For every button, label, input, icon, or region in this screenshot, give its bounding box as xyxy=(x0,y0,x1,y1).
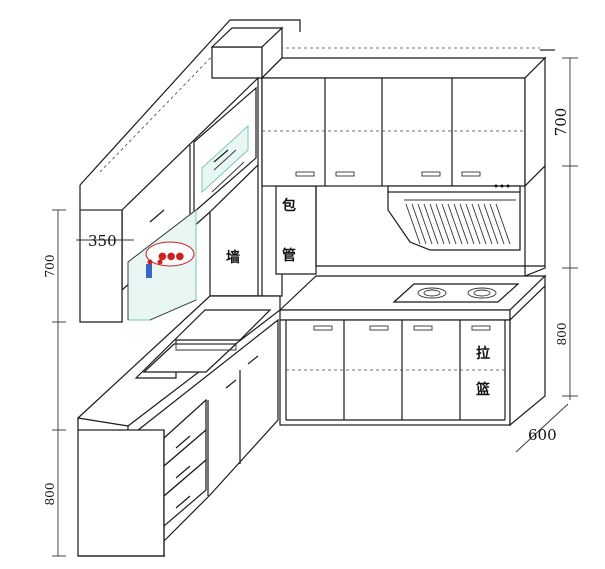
hood-grille xyxy=(405,203,511,245)
label-wall: 墙 xyxy=(226,249,240,266)
label-basket-1: 拉 xyxy=(476,345,490,362)
left-side-panel xyxy=(79,209,123,323)
svg-text:●●●: ●●● xyxy=(158,251,184,262)
open-shelf-niche: ●●● xyxy=(127,208,197,321)
dim-base-height-right: 800 xyxy=(555,323,569,346)
right-wall-outline xyxy=(316,164,546,277)
cooktop-icon xyxy=(392,283,520,303)
dim-wall-cabinet-height-right: 700 xyxy=(552,108,570,137)
sink-icon xyxy=(134,309,272,379)
dim-upper-cabinet-height-left: 700 xyxy=(43,255,57,278)
dim-base-height-left: 800 xyxy=(43,483,57,506)
right-base-cabinets xyxy=(279,284,546,427)
label-pipe-1: 包 xyxy=(282,197,296,214)
dim-base-depth: 600 xyxy=(528,426,557,444)
label-pipe-2: 管 xyxy=(282,247,296,264)
corner-top-box xyxy=(210,26,284,80)
rice-cooker-icon: ●●● xyxy=(145,241,195,278)
dim-wall-cabinet-depth: 350 xyxy=(88,232,117,250)
dimension-lines xyxy=(52,57,578,557)
left-wall-outline xyxy=(79,19,301,210)
right-wall-cabinets xyxy=(260,56,547,188)
label-basket-2: 篮 xyxy=(475,381,490,398)
range-hood-icon xyxy=(387,184,521,251)
left-base-cabinets xyxy=(77,318,279,557)
